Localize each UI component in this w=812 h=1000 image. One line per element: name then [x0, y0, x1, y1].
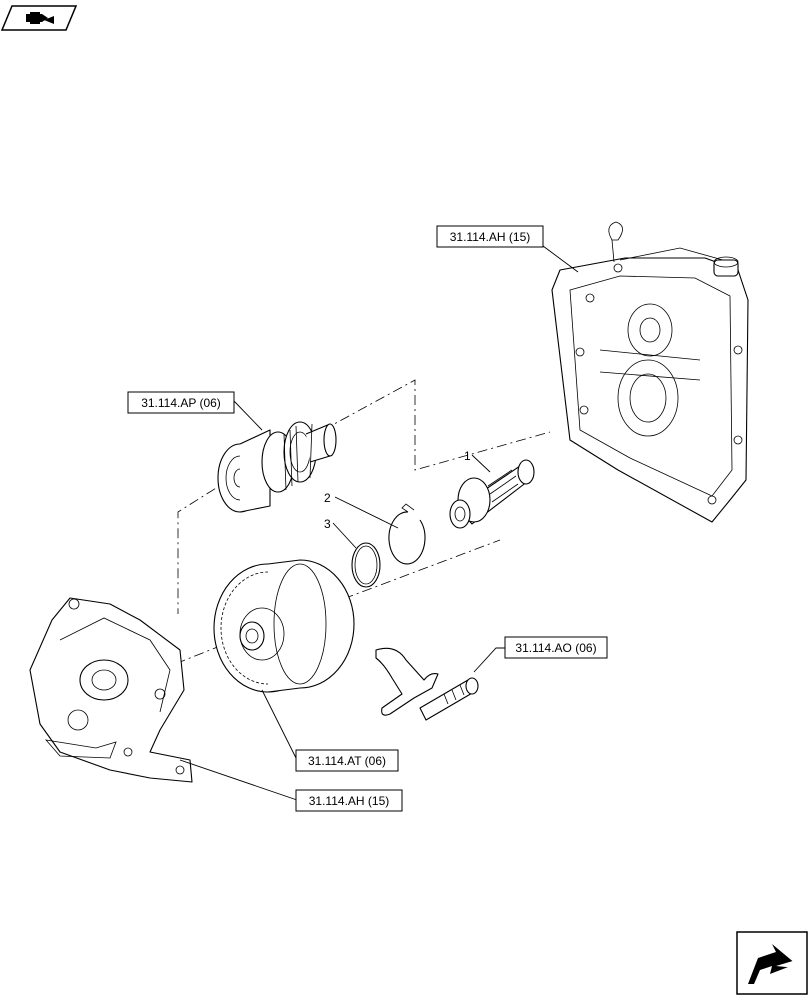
ref-box-shift-fork[interactable]: 31.114.AO (06) — [504, 636, 608, 659]
snap-ring-part-2 — [388, 503, 426, 565]
large-gear — [213, 559, 355, 693]
callout-number-3: 3 — [324, 517, 331, 531]
ref-label: 31.114.AT (06) — [308, 754, 386, 768]
gearbox-housing-top — [551, 221, 749, 523]
ref-label: 31.114.AH (15) — [450, 230, 531, 244]
ref-box-housing-top[interactable]: 31.114.AH (15) — [436, 225, 544, 248]
leader-lines — [179, 245, 579, 801]
callout-number-1: 1 — [464, 449, 471, 463]
splined-shaft-part-1 — [449, 459, 535, 529]
ref-label: 31.114.AP (06) — [141, 396, 221, 410]
next-page-arrow-icon[interactable] — [736, 931, 808, 995]
page-back-arrow-icon[interactable] — [0, 5, 78, 31]
o-ring-part-3 — [351, 542, 381, 588]
ref-box-housing-bottom[interactable]: 31.114.AH (15) — [295, 789, 403, 812]
callout-number-2: 2 — [324, 491, 331, 505]
ref-box-gear-cluster[interactable]: 31.114.AP (06) — [127, 391, 235, 414]
gear-cluster-assembly — [217, 421, 337, 513]
ref-label: 31.114.AO (06) — [515, 641, 596, 655]
ref-label: 31.114.AH (15) — [309, 794, 390, 808]
ref-box-large-gear[interactable]: 31.114.AT (06) — [295, 749, 399, 772]
gearbox-housing-bottom — [29, 597, 193, 783]
shift-fork — [375, 647, 479, 721]
